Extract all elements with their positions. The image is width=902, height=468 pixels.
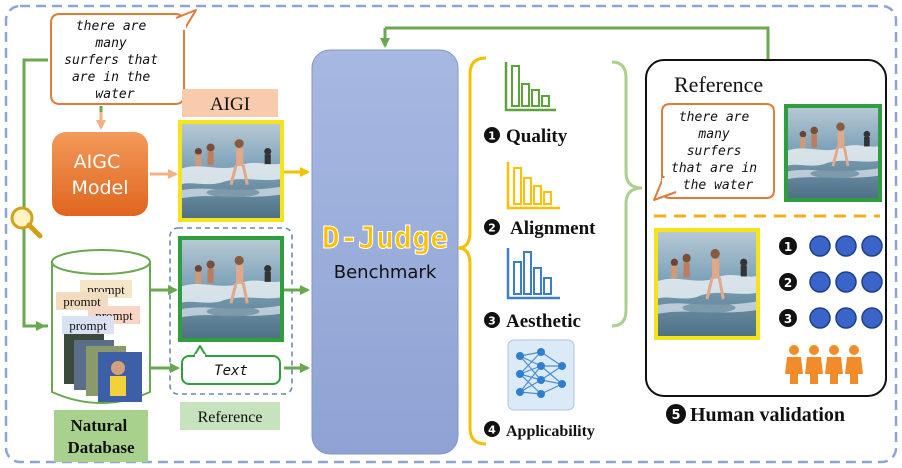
rating-dot (809, 271, 831, 293)
metric-label-alignment: Alignment (510, 218, 596, 239)
neural-network-icon (507, 339, 575, 411)
human-validation-badge (666, 404, 686, 424)
rating-dot (835, 271, 857, 293)
panel-aigi-image (654, 228, 760, 340)
search-icon (10, 206, 43, 239)
reference-prompt-line: there are (679, 110, 750, 125)
reference-prompt-bubble: there are many surfers that are in the w… (653, 103, 775, 201)
rating-dot (861, 235, 883, 257)
metric-number: 3 (488, 315, 496, 328)
aigi-frame (178, 120, 284, 222)
prompt-line: water (95, 87, 134, 102)
aigi-image (178, 120, 284, 222)
rating-dot (861, 271, 883, 293)
metric-number-badge (484, 127, 500, 143)
metric-number-badge (484, 421, 500, 437)
rating-row: 3 (779, 307, 883, 329)
aigc-model-label: AIGC Model (71, 151, 128, 199)
d-judge-benchmark-block: D-Judge Benchmark (311, 49, 459, 455)
reference-image-frame (178, 236, 284, 342)
aigi-label: AIGI (210, 94, 250, 115)
feedback-connector (385, 26, 770, 60)
rating-dot (809, 235, 831, 257)
metrics-brace (457, 56, 487, 446)
database-label-line2: Database (67, 438, 135, 457)
aigc-model-box: AIGC Model (52, 132, 148, 216)
rating-row-number: 1 (784, 240, 792, 254)
text-box: Text (181, 345, 281, 385)
rating-dot (835, 307, 857, 329)
reference-label: Reference (198, 409, 263, 426)
human-brace (611, 60, 643, 328)
metric-number-badge (484, 312, 500, 328)
reference-panel-title: Reference (674, 72, 763, 97)
metric-number-badge (484, 219, 500, 235)
database-label-line1: Natural (71, 416, 128, 435)
human-validation-panel: Reference there are many surfers that ar… (645, 59, 887, 397)
reference-label-bg (180, 402, 280, 430)
benchmark-title: D-Judge (322, 221, 448, 256)
prompt-speech-bubble: there are many surfers that are in the w… (50, 9, 197, 105)
db-prompt-tag-bg (62, 316, 114, 334)
database-label-bg (54, 410, 148, 462)
prompt-line: surfers that (64, 53, 158, 68)
db-prompt-tag-bg (56, 292, 108, 310)
reference-prompt-line: many (697, 127, 729, 142)
reference-prompt-text: there are many surfers that are in the w… (671, 110, 765, 193)
reference-prompt-line: surfers (687, 144, 742, 159)
human-validation-number: 5 (671, 408, 680, 423)
metric-label-quality: Quality (506, 126, 568, 147)
panel-reference-image (784, 104, 882, 202)
rating-row: 2 (779, 271, 883, 293)
metric-number: 1 (488, 130, 496, 143)
panel-aigi-frame (654, 228, 760, 340)
rating-row: 1 (779, 235, 883, 257)
metric-label-aesthetic: Aesthetic (506, 311, 581, 332)
metric-number: 4 (488, 424, 496, 437)
metric-number: 2 (488, 222, 496, 235)
text-box-label: Text (214, 363, 248, 379)
benchmark-subtitle: Benchmark (334, 262, 437, 283)
prompt-bubble-text: there are many surfers that are in the w… (64, 19, 166, 102)
prompt-line: there are (76, 19, 147, 34)
aigi-label-bg (182, 89, 278, 117)
reference-dashed-group (169, 227, 293, 395)
db-prompt-tag: prompt (63, 294, 101, 309)
rating-row-number: 2 (784, 276, 792, 290)
reference-prompt-line: the water (683, 178, 754, 193)
quality-bar-icon (504, 62, 556, 112)
prompt-line: are in the (72, 70, 150, 85)
db-prompt-tag: prompt (69, 318, 107, 333)
rating-dot (861, 307, 883, 329)
natural-database-cylinder: prompt prompt prompt prompt (51, 249, 151, 404)
rating-dot (809, 307, 831, 329)
human-validation-label: Human validation (690, 404, 845, 426)
aigc-model-line2: Model (71, 177, 128, 199)
aigc-model-line1: AIGC (74, 151, 121, 173)
prompt-line: many (94, 36, 126, 51)
rating-row-number: 3 (784, 312, 792, 326)
outer-dashed-frame (4, 4, 898, 464)
database-label: Natural Database (67, 416, 135, 457)
alignment-bar-icon (506, 162, 560, 210)
reference-prompt-line: that are in (671, 161, 757, 176)
rating-dot (835, 235, 857, 257)
reference-image (178, 236, 284, 342)
metric-label-applicability: Applicability (506, 423, 595, 440)
panel-reference-frame (784, 104, 882, 202)
aesthetic-bar-icon (506, 248, 560, 300)
